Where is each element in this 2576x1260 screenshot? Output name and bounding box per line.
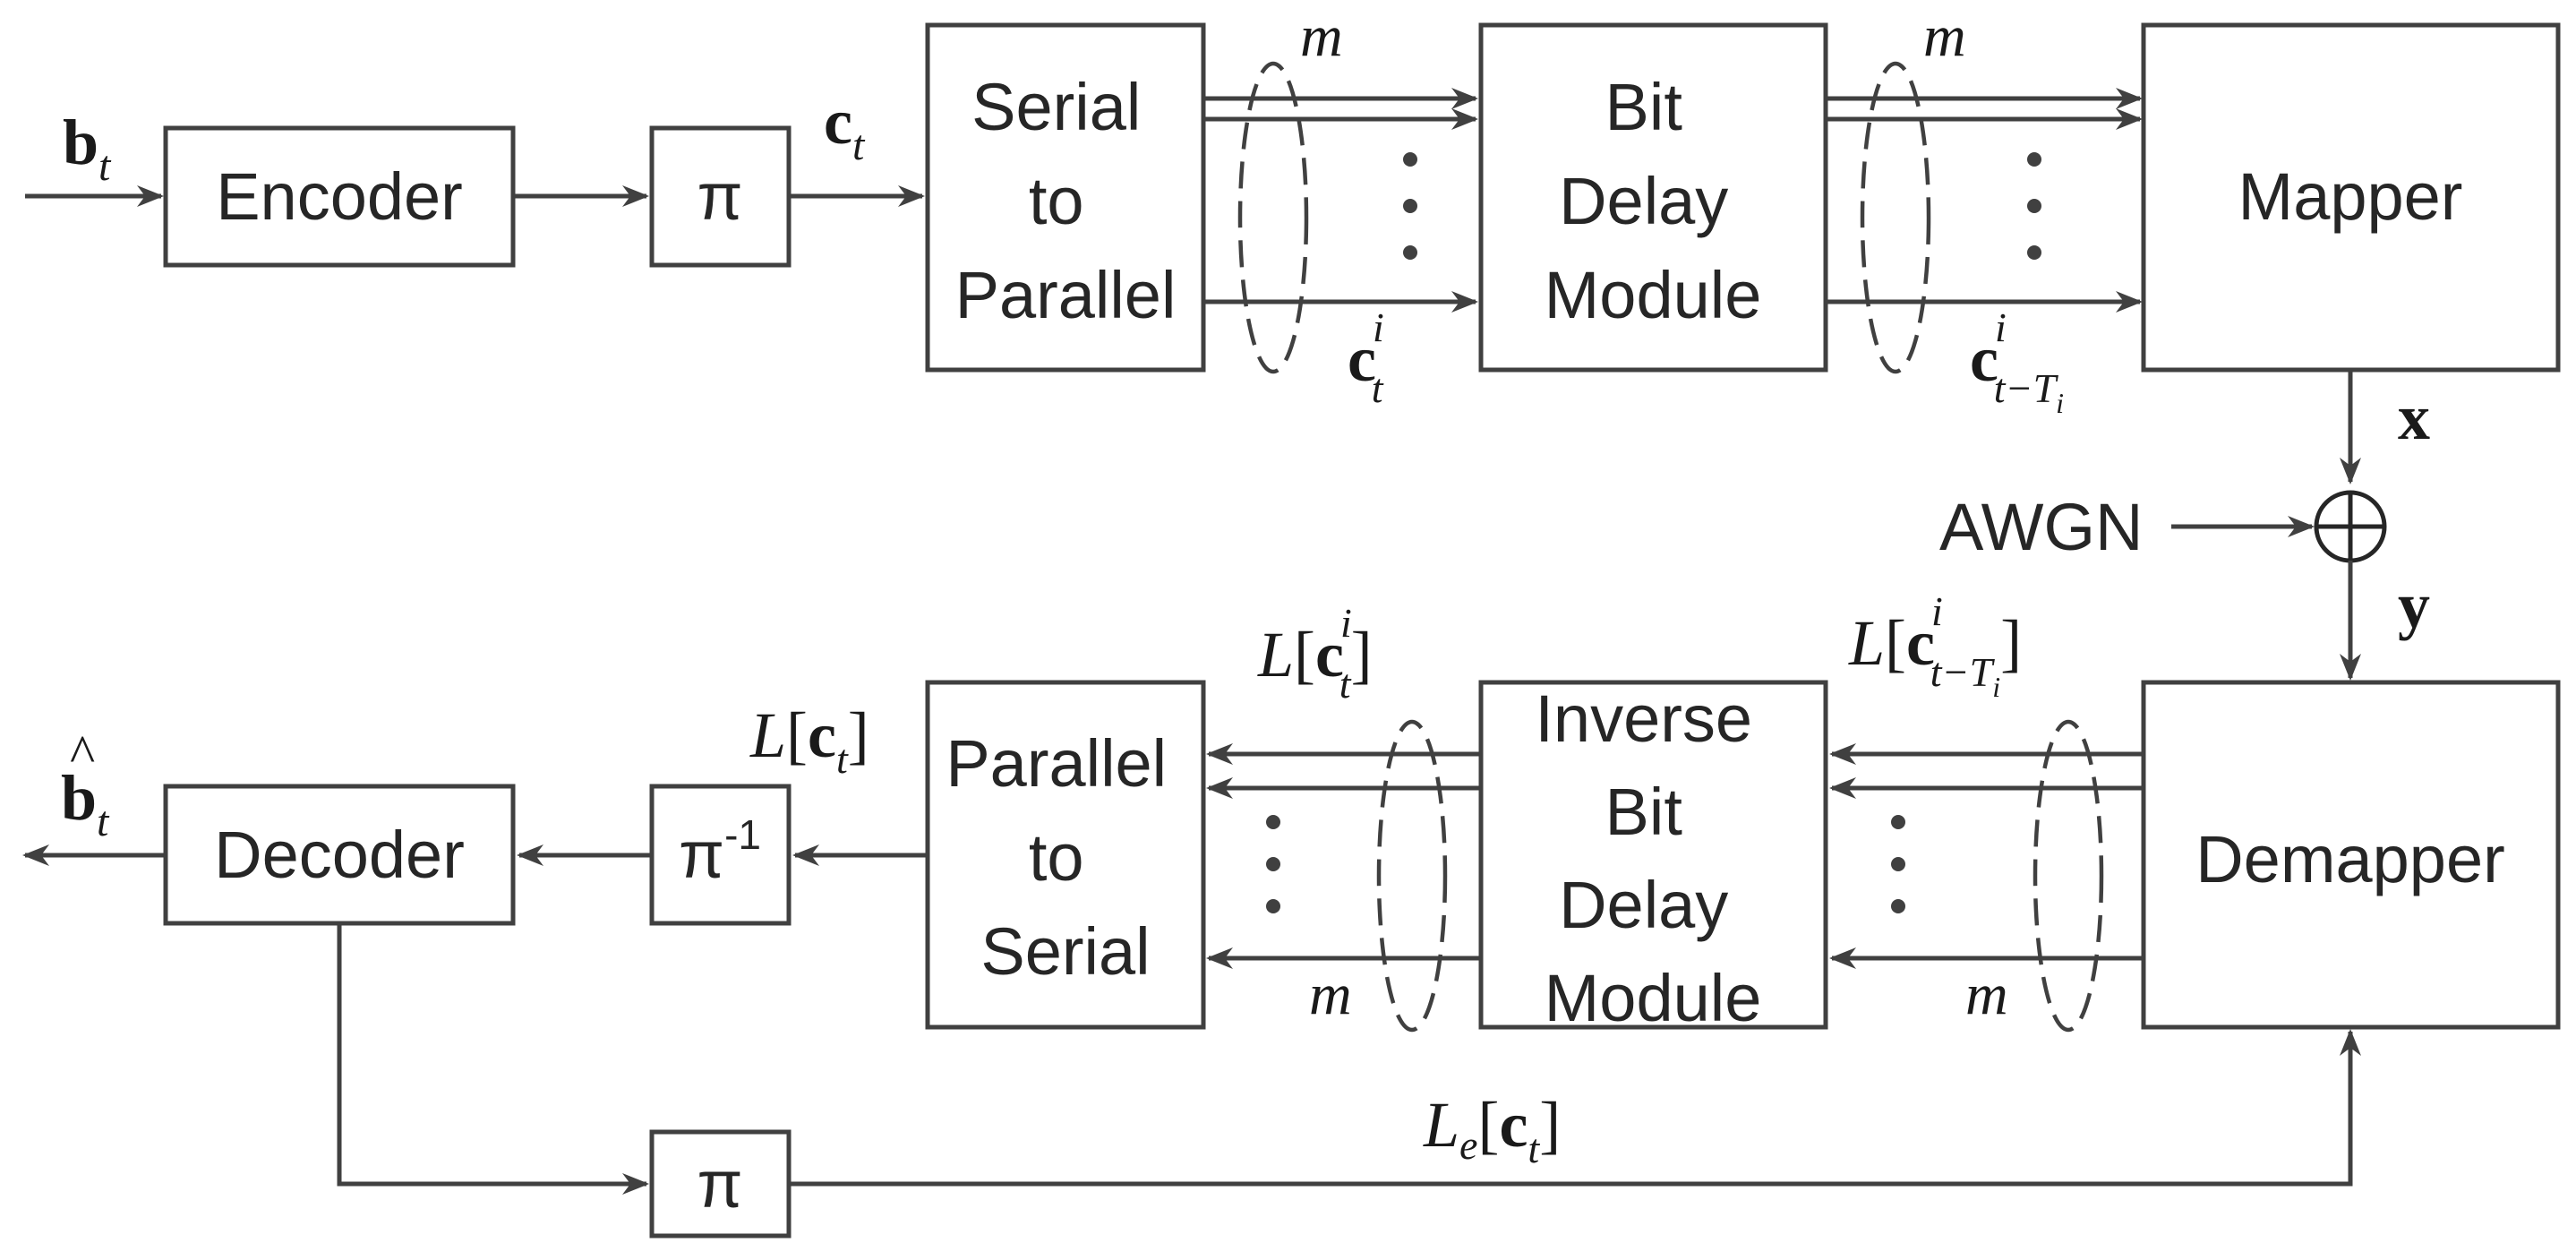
awgn-label: AWGN: [1939, 490, 2143, 564]
signal-Le-ct: Le[ct]: [1423, 1089, 1561, 1171]
inverse-bit-delay-module-block[interactable]: Inverse Bit Delay Module: [1478, 680, 1828, 1035]
ellipsis-dot: [2027, 245, 2041, 260]
parallel-to-serial-block[interactable]: Parallel to Serial: [925, 680, 1206, 1030]
ellipsis-dot: [2027, 199, 2041, 213]
parallel-to-serial-label: Parallel to Serial: [946, 726, 1185, 989]
bundle-ellipse: [1376, 719, 1448, 1033]
bit-delay-module-block[interactable]: Bit Delay Module: [1478, 22, 1828, 373]
ellipsis-dot: [1403, 199, 1417, 213]
deinterleaver-block[interactable]: π-1: [649, 784, 792, 926]
bundle-width-m: m: [1300, 4, 1343, 69]
signal-L-ct: L[ct]: [749, 699, 869, 782]
serial-to-parallel-block[interactable]: Serial to Parallel: [925, 22, 1206, 373]
ellipsis-dot: [1266, 899, 1280, 913]
feedback-to-demapper: [789, 1029, 2361, 1187]
signal-bt-hat: bt: [61, 762, 110, 845]
ellipsis-dot: [1403, 245, 1417, 260]
feedback-to-interleaver: [337, 923, 649, 1195]
ellipsis-dot: [1891, 857, 1905, 871]
ellipsis-dot: [1403, 152, 1417, 167]
bundle-ellipse: [1237, 61, 1309, 374]
bundle-width-m: m: [1923, 4, 1966, 69]
adder-node: [2314, 490, 2387, 563]
inverse-bit-delay-module-label: Inverse Bit Delay Module: [1535, 681, 1770, 1035]
encoder-block[interactable]: Encoder: [163, 125, 516, 268]
ellipsis-dot: [1266, 815, 1280, 829]
mapper-label: Mapper: [2238, 159, 2463, 234]
feedback-interleaver-label: π: [697, 1147, 742, 1221]
bundle-width-m: m: [1965, 962, 2008, 1027]
deinterleaver-label: π-1: [679, 811, 761, 892]
interleaver-block[interactable]: π: [649, 125, 792, 268]
decoder-label: Decoder: [214, 818, 465, 892]
bundle-ellipse: [2033, 719, 2104, 1033]
interleaver-label: π: [697, 159, 742, 234]
feedback-interleaver-block[interactable]: π: [649, 1129, 792, 1239]
encoder-label: Encoder: [216, 159, 463, 234]
ellipsis-dot: [1266, 857, 1280, 871]
ellipsis-dot: [1891, 815, 1905, 829]
demapper-label: Demapper: [2195, 822, 2505, 896]
bit-delay-module-label: Bit Delay Module: [1545, 70, 1762, 332]
serial-to-parallel-label: Serial to Parallel: [955, 70, 1177, 332]
ellipsis-dot: [2027, 152, 2041, 167]
bundle-ellipse: [1860, 61, 1931, 374]
signal-ct: ct: [824, 86, 866, 169]
signal-y: y: [2398, 570, 2430, 641]
hat-accent: ^: [70, 724, 95, 784]
bundle-width-m: m: [1309, 962, 1352, 1027]
decoder-block[interactable]: Decoder: [163, 784, 516, 926]
signal-x: x: [2398, 381, 2430, 453]
ellipsis-dot: [1891, 899, 1905, 913]
mapper-block[interactable]: Mapper: [2141, 22, 2561, 373]
signal-bt: bt: [63, 107, 112, 190]
demapper-block[interactable]: Demapper: [2141, 680, 2561, 1030]
